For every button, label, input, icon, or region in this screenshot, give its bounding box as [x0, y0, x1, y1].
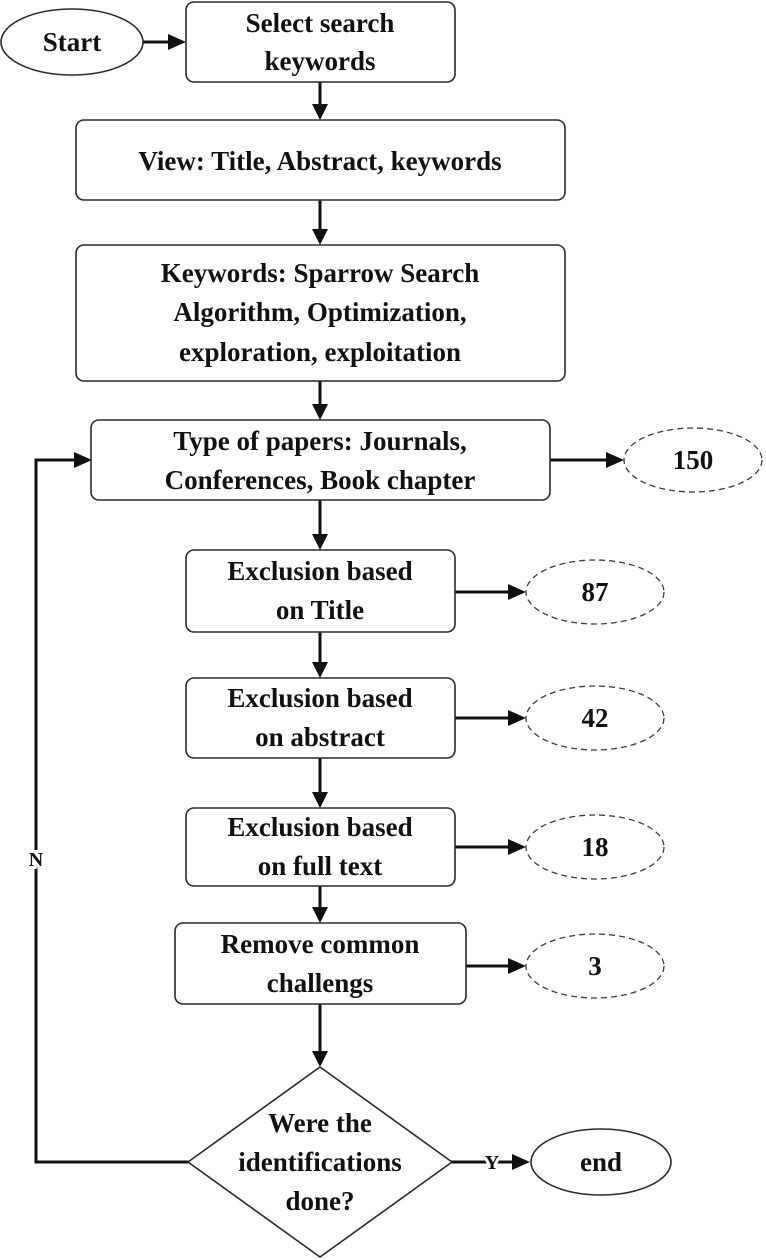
- arrowhead-icon: [312, 534, 328, 550]
- end-label: end: [580, 1147, 622, 1177]
- connectors: [34, 34, 624, 1170]
- count-value: 18: [582, 832, 609, 862]
- arrowhead-icon: [312, 662, 328, 678]
- arrowhead-icon: [512, 1154, 530, 1170]
- arrowhead-icon: [312, 229, 328, 245]
- arrowhead-icon: [606, 452, 624, 468]
- step-line: exploration, exploitation: [179, 337, 461, 367]
- step-remove-common: Remove common challengs: [174, 922, 467, 1005]
- step-line: Algorithm, Optimization,: [173, 297, 466, 327]
- arrowhead-icon: [508, 839, 526, 855]
- end-terminal: end: [530, 1128, 672, 1196]
- arrowhead-icon: [74, 452, 92, 468]
- arrowhead-icon: [168, 34, 186, 50]
- count-value: 87: [582, 577, 609, 607]
- count-value: 42: [582, 703, 609, 733]
- step-exclude-abstract: Exclusion based on abstract: [185, 677, 456, 759]
- step-line: Conferences, Book chapter: [165, 465, 476, 495]
- decision-line: Were the: [268, 1108, 372, 1138]
- step-line: Type of papers: Journals,: [173, 426, 467, 456]
- arrowhead-icon: [508, 710, 526, 726]
- decision-line: identifications: [238, 1147, 402, 1177]
- arrowhead-icon: [508, 958, 526, 974]
- decision-identifications-done: Were the identifications done?: [186, 1066, 454, 1258]
- count-remove-common: 3: [525, 933, 665, 999]
- start-label: Start: [43, 27, 101, 57]
- yes-branch-label: Y: [485, 1152, 500, 1174]
- arrowhead-icon: [312, 404, 328, 420]
- step-line: Exclusion based: [227, 812, 412, 842]
- count-exclude-title: 87: [525, 559, 665, 625]
- decision-line: done?: [285, 1186, 354, 1216]
- count-value: 3: [588, 951, 602, 981]
- no-branch-label: N: [29, 849, 44, 871]
- step-line: Keywords: Sparrow Search: [161, 258, 480, 288]
- step-exclude-title: Exclusion based on Title: [185, 549, 456, 633]
- arrowhead-icon: [508, 584, 526, 600]
- arrowhead-icon: [312, 792, 328, 808]
- step-line: keywords: [264, 46, 375, 76]
- arrowhead-icon: [312, 907, 328, 923]
- arrowhead-icon: [312, 1051, 328, 1067]
- step-line: on full text: [258, 851, 383, 881]
- step-line: Exclusion based: [227, 683, 412, 713]
- count-paper-types: 150: [623, 427, 763, 493]
- step-line: challengs: [267, 968, 374, 998]
- step-paper-types: Type of papers: Journals, Conferences, B…: [90, 419, 551, 501]
- count-exclude-abstract: 42: [525, 685, 665, 751]
- start-terminal: Start: [0, 8, 144, 76]
- step-line: Select search: [246, 8, 395, 38]
- step-view-fields: View: Title, Abstract, keywords: [75, 119, 566, 201]
- step-line: View: Title, Abstract, keywords: [138, 146, 501, 176]
- count-value: 150: [673, 445, 714, 475]
- step-line: on abstract: [255, 722, 385, 752]
- step-exclude-fulltext: Exclusion based on full text: [185, 807, 456, 887]
- step-line: Remove common: [221, 929, 420, 959]
- count-exclude-fulltext: 18: [525, 814, 665, 880]
- step-line: Exclusion based: [227, 556, 412, 586]
- arrowhead-icon: [312, 104, 328, 120]
- step-keywords: Keywords: Sparrow Search Algorithm, Opti…: [75, 244, 566, 382]
- step-select-keywords: Select search keywords: [185, 1, 456, 83]
- arrow-decision-loop-back: [34, 458, 188, 1164]
- step-line: on Title: [276, 595, 364, 625]
